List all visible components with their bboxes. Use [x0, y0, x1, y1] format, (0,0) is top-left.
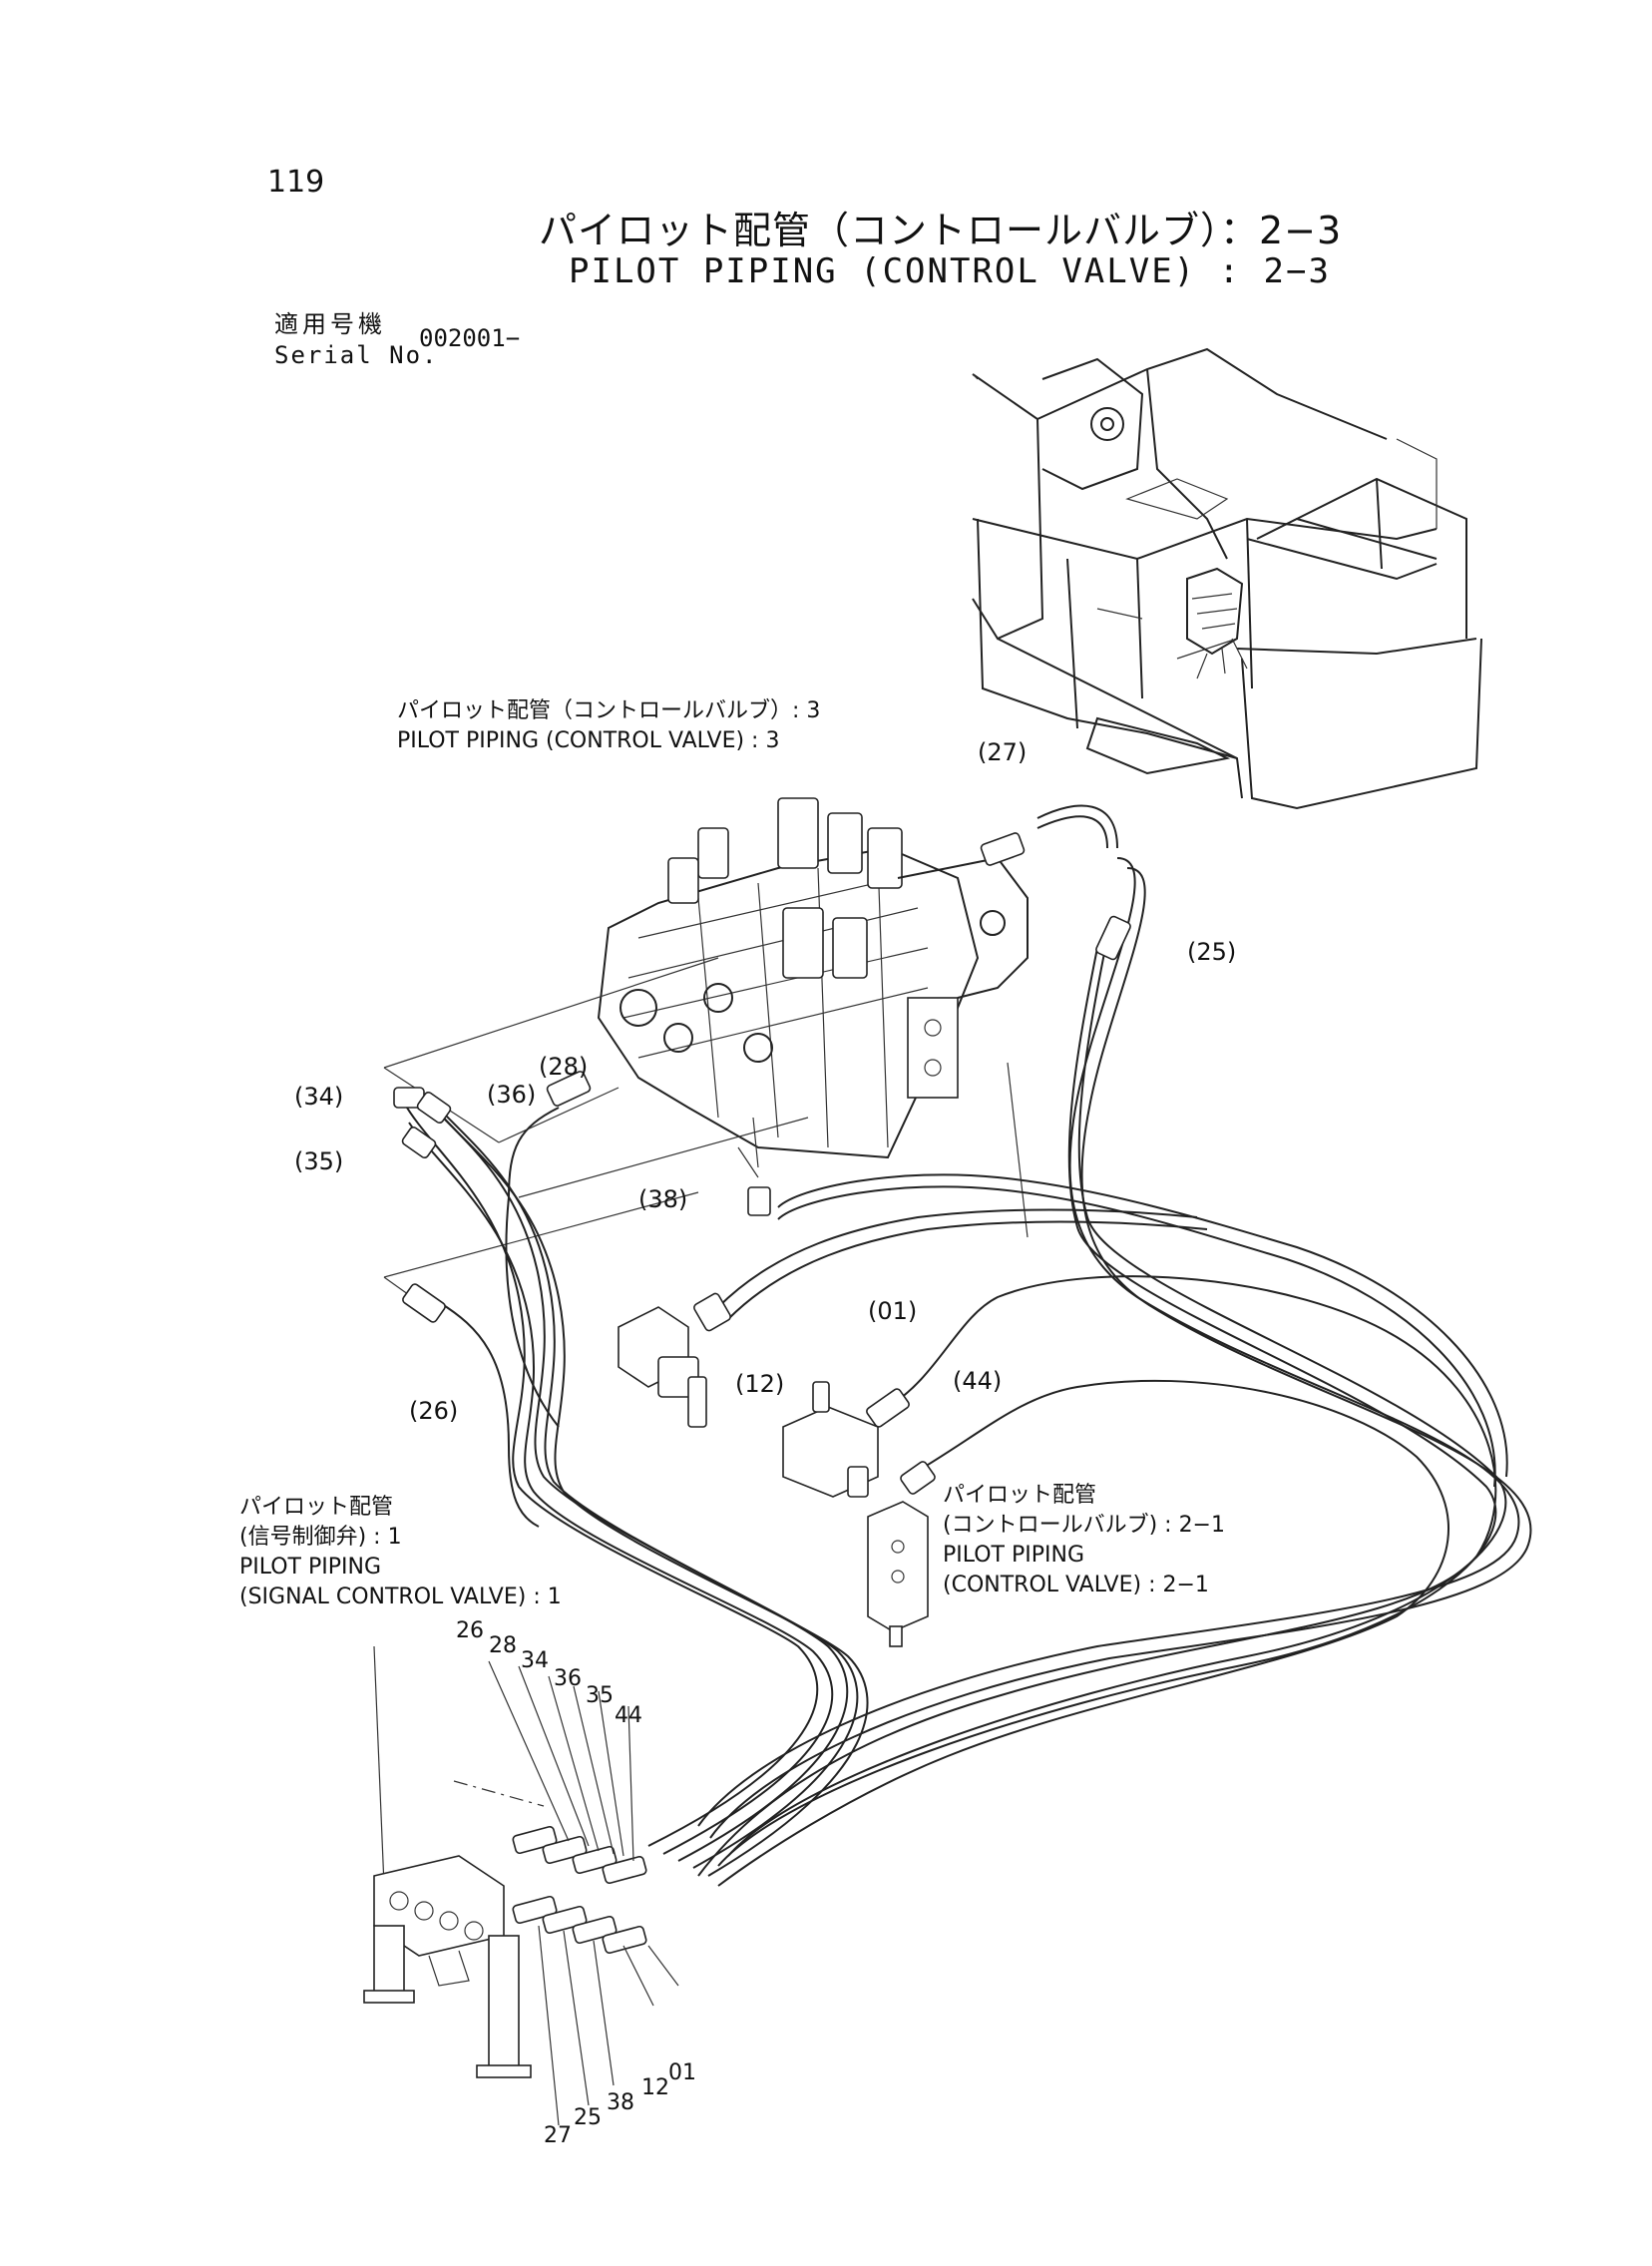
- control-valve-assembly: [597, 797, 1029, 1178]
- hose-end-number: 28: [489, 1633, 517, 1658]
- callout-34: (34): [294, 1083, 344, 1111]
- page-number: 119: [267, 165, 325, 200]
- reference-control-valve-3-ja: パイロット配管（コントロールバルブ）: 3: [397, 698, 821, 723]
- machine-overview-illustration: [972, 347, 1482, 810]
- serial-label-japanese: 適用号機: [274, 310, 386, 338]
- serial-label-english: Serial No.: [274, 341, 439, 369]
- hose-end-number: 35: [586, 1683, 614, 1708]
- hose-end-connectors: [488, 1660, 679, 2126]
- valve-blocks: [618, 1306, 929, 1647]
- hose-end-number: 44: [615, 1703, 642, 1728]
- reference-signal-valve-en-1: PILOT PIPING: [239, 1555, 381, 1580]
- hose-end-number: 01: [668, 2060, 696, 2085]
- hose-end-number: 26: [456, 1618, 484, 1643]
- callout-01: (01): [868, 1297, 918, 1325]
- reference-control-valve-2-1-ja-2: (コントロールバルブ) : 2−1: [943, 1513, 1225, 1538]
- callout-36: (36): [487, 1081, 537, 1109]
- page-title-english: PILOT PIPING (CONTROL VALVE) : 2−3: [569, 251, 1331, 291]
- reference-control-valve-2-1-en-2: (CONTROL VALVE) : 2−1: [943, 1573, 1209, 1597]
- callout-25: (25): [1187, 938, 1237, 966]
- reference-signal-valve-ja-1: パイロット配管: [239, 1495, 394, 1520]
- pilot-hose-bundle: [403, 804, 1532, 1887]
- signal-control-valve: [363, 1855, 532, 2078]
- serial-number-value: 002001−: [419, 324, 521, 352]
- page-title-japanese: パイロット配管（コントロールバルブ）：2−3: [539, 209, 1343, 252]
- hose-end-number: 38: [607, 2090, 634, 2115]
- hose-fittings: [393, 832, 1131, 1495]
- callout-26: (26): [409, 1397, 459, 1425]
- reference-signal-valve-ja-2: (信号制御弁) : 1: [239, 1525, 402, 1550]
- callout-12: (12): [735, 1370, 785, 1398]
- leader-lines: [373, 957, 1029, 1887]
- callout-35: (35): [294, 1147, 344, 1175]
- hose-end-number: 36: [554, 1666, 582, 1691]
- hose-end-number: 27: [544, 2123, 572, 2148]
- reference-control-valve-3-en: PILOT PIPING (CONTROL VALVE) : 3: [397, 728, 780, 753]
- reference-signal-valve-en-2: (SIGNAL CONTROL VALVE) : 1: [239, 1585, 562, 1609]
- reference-control-valve-2-1-ja-1: パイロット配管: [943, 1483, 1097, 1508]
- callout-44: (44): [953, 1367, 1003, 1395]
- hose-end-number: 25: [574, 2105, 602, 2130]
- callout-27: (27): [978, 738, 1028, 766]
- callout-28: (28): [539, 1053, 589, 1081]
- callout-38: (38): [638, 1185, 688, 1213]
- reference-control-valve-2-1-en-1: PILOT PIPING: [943, 1543, 1084, 1568]
- hose-end-number: 34: [521, 1648, 549, 1673]
- hose-end-number: 12: [641, 2075, 669, 2100]
